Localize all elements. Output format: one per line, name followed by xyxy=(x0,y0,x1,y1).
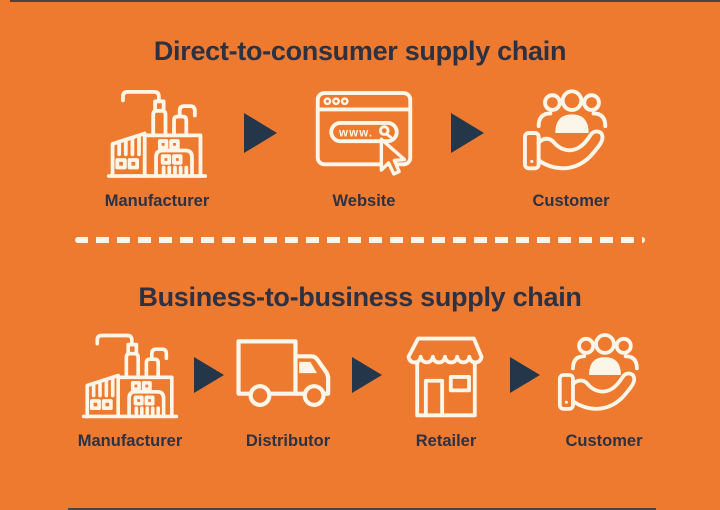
browser-address-text: www. xyxy=(338,127,373,139)
step-customer: Customer xyxy=(545,325,663,451)
step-label: Customer xyxy=(532,192,610,210)
step-label: Retailer xyxy=(415,432,477,450)
b2b-section: Business-to-business supply chain xyxy=(0,279,720,451)
step-retailer: Retailer xyxy=(387,325,505,451)
flow-arrow xyxy=(347,325,387,425)
website-browser-icon: www. xyxy=(311,81,417,185)
arrow-right-icon xyxy=(451,113,484,153)
step-customer: Customer xyxy=(496,81,646,211)
delivery-truck-icon xyxy=(232,325,344,425)
arrow-right-icon xyxy=(244,113,277,153)
arrow-right-icon xyxy=(352,357,382,393)
cursor-icon xyxy=(379,137,407,176)
top-edge-line xyxy=(10,0,720,2)
step-distributor: Distributor xyxy=(229,325,347,451)
customer-hand-icon xyxy=(517,81,625,185)
b2b-flow-row: Manufacturer xyxy=(0,325,720,451)
dtc-section: Direct-to-consumer supply chain xyxy=(0,0,720,211)
dtc-section-title: Direct-to-consumer supply chain xyxy=(153,36,567,66)
step-label: Manufacturer xyxy=(77,432,183,450)
customer-hand-icon xyxy=(552,325,656,425)
step-label: Website xyxy=(332,192,396,210)
b2b-section-title: Business-to-business supply chain xyxy=(138,282,582,312)
bottom-edge-line xyxy=(68,508,656,510)
storefront-icon xyxy=(398,325,494,425)
step-label: Manufacturer xyxy=(104,192,210,210)
step-label: Distributor xyxy=(245,432,331,450)
arrow-right-icon xyxy=(510,357,540,393)
factory-icon xyxy=(80,325,180,425)
step-label: Customer xyxy=(565,432,643,450)
arrow-right-icon xyxy=(194,357,224,393)
dtc-flow-row: Manufacturer xyxy=(0,81,720,211)
factory-icon xyxy=(105,81,209,185)
step-manufacturer: Manufacturer xyxy=(71,325,189,451)
flow-arrow xyxy=(505,325,545,425)
flow-arrow xyxy=(189,325,229,425)
flow-arrow xyxy=(439,81,496,185)
flow-arrow xyxy=(232,81,289,185)
dashed-divider xyxy=(75,237,645,243)
step-manufacturer: Manufacturer xyxy=(82,81,232,211)
step-website: www. Website xyxy=(289,81,439,211)
